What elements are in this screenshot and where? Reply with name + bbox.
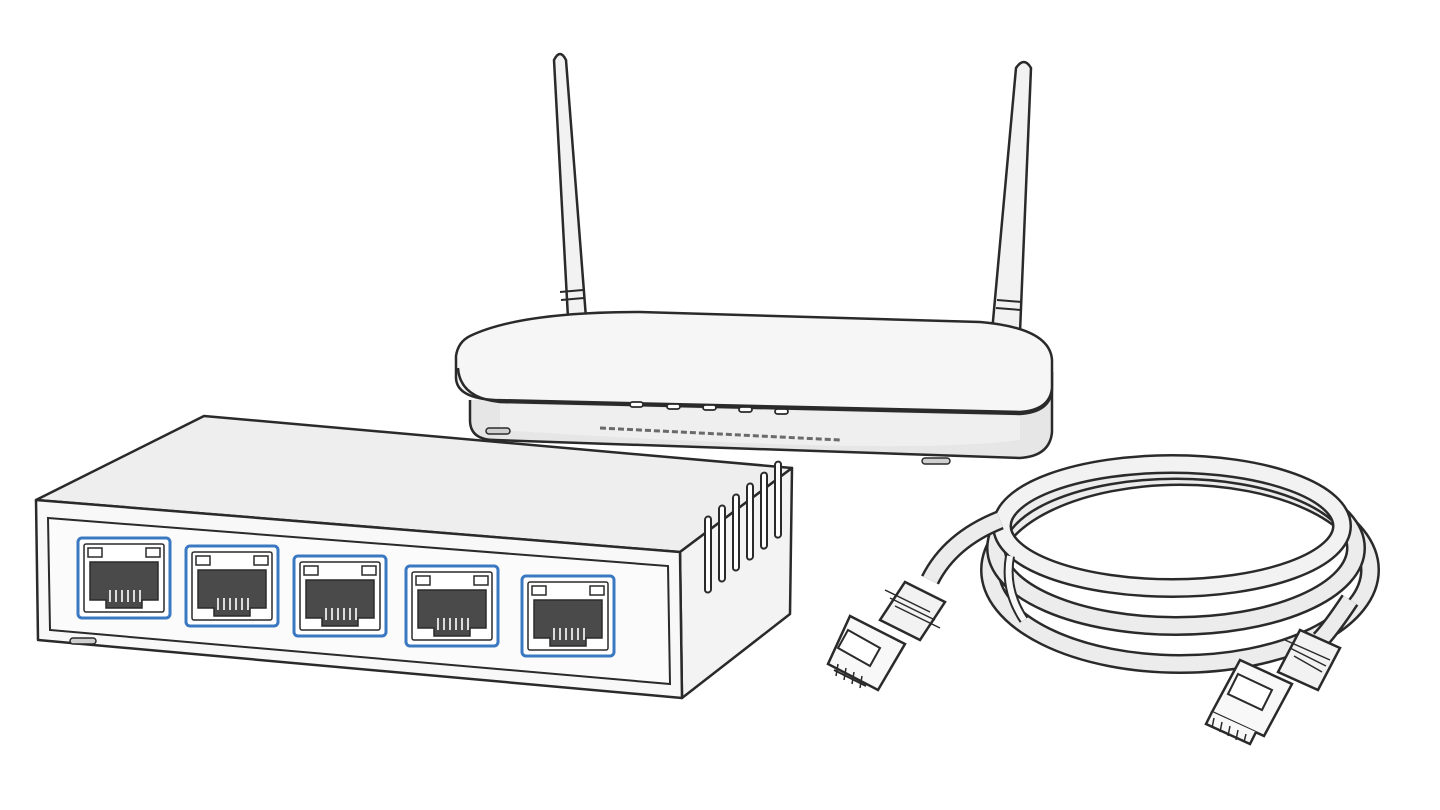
ethernet-port[interactable] [520,574,616,658]
cable-coil [980,454,1380,674]
ethernet-cable [826,454,1380,746]
ethernet-port[interactable] [184,544,280,628]
router-antenna-left [552,52,588,322]
switch-vent-slots [704,460,782,594]
router-body [454,310,1054,447]
ethernet-port[interactable] [404,564,500,648]
network-switch [34,414,794,700]
rj45-connector-right [1204,628,1342,746]
ethernet-port[interactable] [292,554,388,638]
rj45-connector-left [826,580,947,692]
router-status-leds [629,401,789,415]
switch-ethernet-ports [76,536,616,658]
wireless-router [454,52,1054,465]
router-antenna-right [990,60,1033,336]
ethernet-port[interactable] [76,536,172,620]
